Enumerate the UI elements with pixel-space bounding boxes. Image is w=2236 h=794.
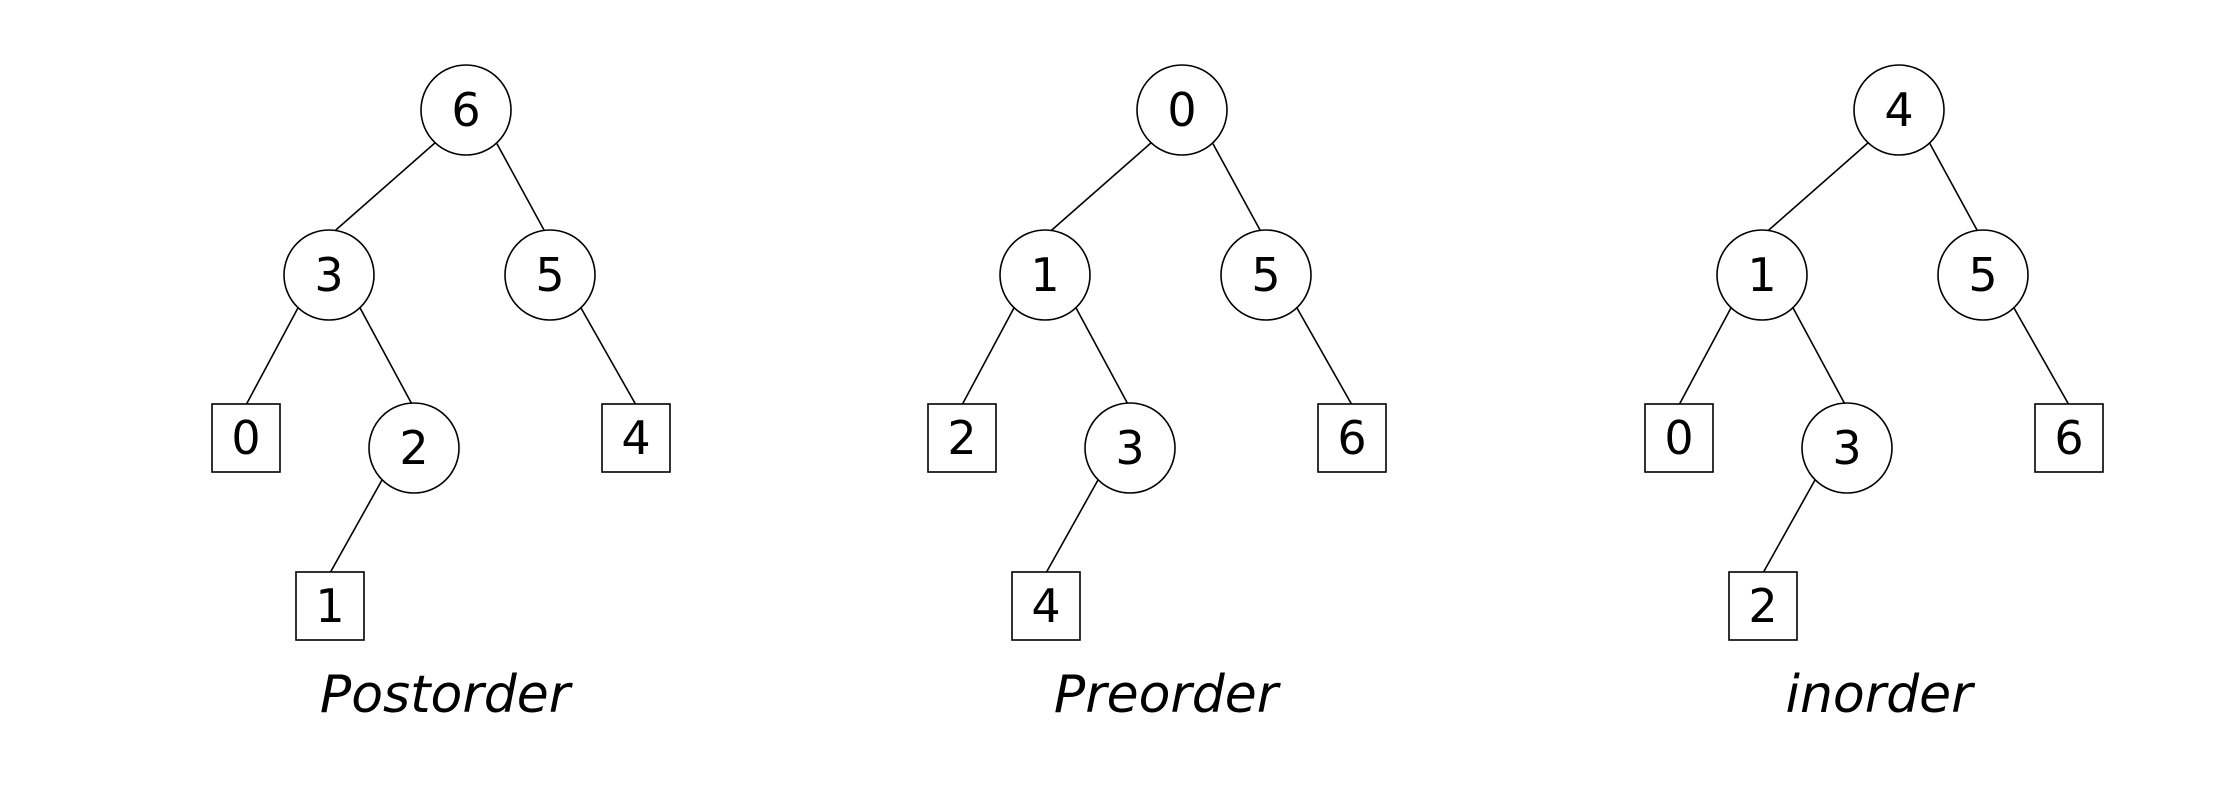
- edge-left-leftleft: [1678, 305, 1733, 406]
- node-label: 6: [1337, 411, 1366, 465]
- tree-node: 4: [1853, 64, 1945, 156]
- edge-left-leftright: [358, 305, 415, 409]
- tree-node: 3: [283, 229, 375, 321]
- edge-right-rightright: [1296, 307, 1353, 406]
- edge-root-right: [1211, 141, 1267, 242]
- node-label: 5: [535, 248, 564, 302]
- node-label: 0: [231, 411, 260, 465]
- tree-postorder: 6 3 5 0 2 1 4 Postorder: [211, 64, 671, 725]
- node-square: [2034, 403, 2104, 473]
- tree-leaf: 2: [1728, 571, 1798, 641]
- tree-node: 1: [999, 229, 1091, 321]
- edge-root-left: [1044, 141, 1153, 237]
- node-label: 3: [314, 248, 343, 302]
- edge-left-leftleft: [245, 305, 300, 406]
- node-label: 1: [1030, 248, 1059, 302]
- node-square: [1728, 571, 1798, 641]
- node-label: 5: [1968, 248, 1997, 302]
- node-label: 6: [2054, 411, 2083, 465]
- node-label: 3: [1115, 421, 1144, 475]
- tree-node: 5: [504, 229, 596, 321]
- tree-inorder: 4 1 5 0 3 2 6 inorder: [1644, 64, 2104, 725]
- node-circle: [420, 64, 512, 156]
- node-label: 0: [1664, 411, 1693, 465]
- caption-preorder: Preorder: [1054, 665, 1282, 725]
- edge-leftright-leaf: [1045, 479, 1099, 574]
- tree-node: 6: [420, 64, 512, 156]
- node-circle: [504, 229, 596, 321]
- node-label: 5: [1251, 248, 1280, 302]
- tree-leaf: 0: [211, 403, 281, 473]
- tree-leaf: 4: [1011, 571, 1081, 641]
- caption-postorder: Postorder: [320, 665, 574, 725]
- node-circle: [368, 402, 460, 494]
- edge-left-leftleft: [961, 305, 1016, 406]
- tree-node: 3: [1084, 402, 1176, 494]
- tree-leaf: 0: [1644, 403, 1714, 473]
- edges: [961, 141, 1353, 574]
- tree-node: 5: [1937, 229, 2029, 321]
- edge-root-left: [1761, 141, 1870, 237]
- node-square: [1317, 403, 1387, 473]
- tree-node: 0: [1136, 64, 1228, 156]
- node-square: [295, 571, 365, 641]
- edges: [245, 141, 637, 574]
- node-square: [211, 403, 281, 473]
- tree-leaf: 6: [2034, 403, 2104, 473]
- node-label: 1: [1747, 248, 1776, 302]
- edge-right-rightright: [580, 307, 637, 406]
- node-label: 3: [1832, 421, 1861, 475]
- node-square: [1644, 403, 1714, 473]
- node-label: 4: [621, 411, 650, 465]
- node-label: 4: [1031, 579, 1060, 633]
- node-label: 1: [315, 579, 344, 633]
- node-circle: [1937, 229, 2029, 321]
- node-label: 4: [1884, 83, 1913, 137]
- node-circle: [1801, 402, 1893, 494]
- tree-node: 2: [368, 402, 460, 494]
- node-circle: [1136, 64, 1228, 156]
- tree-leaf: 6: [1317, 403, 1387, 473]
- tree-node: 3: [1801, 402, 1893, 494]
- node-circle: [283, 229, 375, 321]
- edge-leftright-leaf: [329, 479, 383, 574]
- caption-inorder: inorder: [1786, 665, 1977, 725]
- node-circle: [1220, 229, 1312, 321]
- node-circle: [1716, 229, 1808, 321]
- node-label: 2: [1748, 579, 1777, 633]
- node-circle: [1084, 402, 1176, 494]
- edge-root-right: [1928, 141, 1984, 242]
- tree-leaf: 2: [927, 403, 997, 473]
- edge-leftright-leaf: [1762, 479, 1816, 574]
- edge-left-leftright: [1074, 305, 1131, 409]
- node-circle: [999, 229, 1091, 321]
- node-label: 0: [1167, 83, 1196, 137]
- node-circle: [1853, 64, 1945, 156]
- edges: [1678, 141, 2070, 574]
- node-label: 2: [399, 421, 428, 475]
- edge-left-leftright: [1791, 305, 1848, 409]
- node-label: 2: [947, 411, 976, 465]
- node-square: [1011, 571, 1081, 641]
- tree-leaf: 4: [601, 403, 671, 473]
- tree-leaf: 1: [295, 571, 365, 641]
- edge-right-rightright: [2013, 307, 2070, 406]
- node-square: [601, 403, 671, 473]
- tree-node: 1: [1716, 229, 1808, 321]
- node-label: 6: [451, 83, 480, 137]
- tree-node: 5: [1220, 229, 1312, 321]
- edge-root-left: [328, 141, 437, 237]
- node-square: [927, 403, 997, 473]
- tree-preorder: 0 1 5 2 3 4 6 Preorder: [927, 64, 1387, 725]
- edge-root-right: [495, 141, 551, 242]
